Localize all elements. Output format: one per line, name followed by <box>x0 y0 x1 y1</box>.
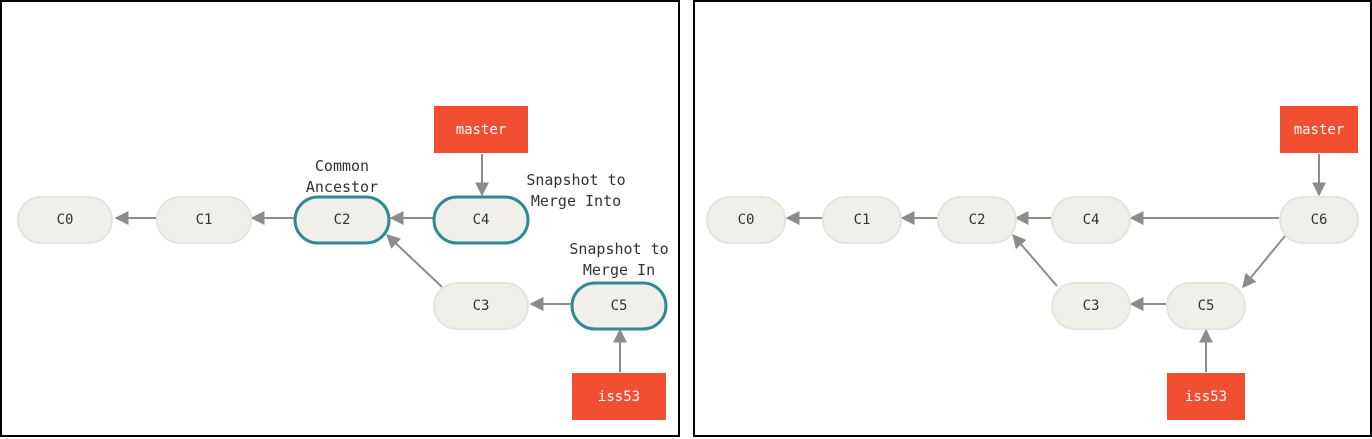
branch-iss53-label: iss53 <box>598 389 640 405</box>
commit-c3-label: C3 <box>1083 298 1100 314</box>
note-snapshot-into-line1: Snapshot to <box>526 171 625 189</box>
edge-c3-c2 <box>385 234 443 288</box>
commit-c1-label: C1 <box>854 212 871 228</box>
note-snapshot-in-line1: Snapshot to <box>569 240 668 258</box>
note-snapshot-in-line2: Merge In <box>583 261 655 279</box>
note-common-ancestor-line2: Ancestor <box>306 178 378 196</box>
commit-c4-label: C4 <box>473 212 490 228</box>
commit-c5: C5 <box>570 281 668 331</box>
commit-c6-label: C6 <box>1311 212 1328 228</box>
commit-c1: C1 <box>156 196 252 244</box>
branch-master: master <box>434 106 528 153</box>
commit-c1: C1 <box>822 196 902 244</box>
commit-c3: C3 <box>1051 282 1131 330</box>
commit-c2: C2 <box>293 195 391 245</box>
commit-c5: C5 <box>1166 282 1246 330</box>
commit-c1-label: C1 <box>196 212 213 228</box>
commit-c3: C3 <box>433 282 529 330</box>
after-merge-graph: C0 C1 C2 C4 C6 C3 C5 master <box>706 106 1359 420</box>
diagram-before-merge: C0 C1 C2 C4 C3 C5 master iss53 <box>0 0 680 437</box>
branch-iss53: iss53 <box>1167 373 1245 420</box>
edge-c3-c2 <box>1012 233 1058 287</box>
branch-master: master <box>1280 106 1358 153</box>
commit-c0-label: C0 <box>738 212 755 228</box>
commit-c2: C2 <box>937 196 1017 244</box>
commit-c0: C0 <box>17 196 113 244</box>
commit-c0: C0 <box>706 196 786 244</box>
commit-c6: C6 <box>1279 196 1359 244</box>
commit-c5-label: C5 <box>1198 298 1215 314</box>
commit-c4: C4 <box>1051 196 1131 244</box>
before-merge-graph: C0 C1 C2 C4 C3 C5 master iss53 <box>17 106 669 420</box>
branch-master-label: master <box>456 122 507 138</box>
commit-c2-label: C2 <box>969 212 986 228</box>
branch-master-label: master <box>1294 122 1345 138</box>
note-common-ancestor-line1: Common <box>315 157 369 175</box>
note-snapshot-into-line2: Merge Into <box>531 192 621 210</box>
branch-iss53: iss53 <box>572 373 666 420</box>
commit-c5-label: C5 <box>611 298 628 314</box>
commit-c2-label: C2 <box>334 212 351 228</box>
commit-c4: C4 <box>432 195 530 245</box>
branch-iss53-label: iss53 <box>1185 389 1227 405</box>
diagram-after-merge: C0 C1 C2 C4 C6 C3 C5 master <box>693 0 1372 437</box>
commit-c4-label: C4 <box>1083 212 1100 228</box>
commit-c3-label: C3 <box>473 298 490 314</box>
edge-c6-c5 <box>1242 235 1286 289</box>
commit-c0-label: C0 <box>57 212 74 228</box>
